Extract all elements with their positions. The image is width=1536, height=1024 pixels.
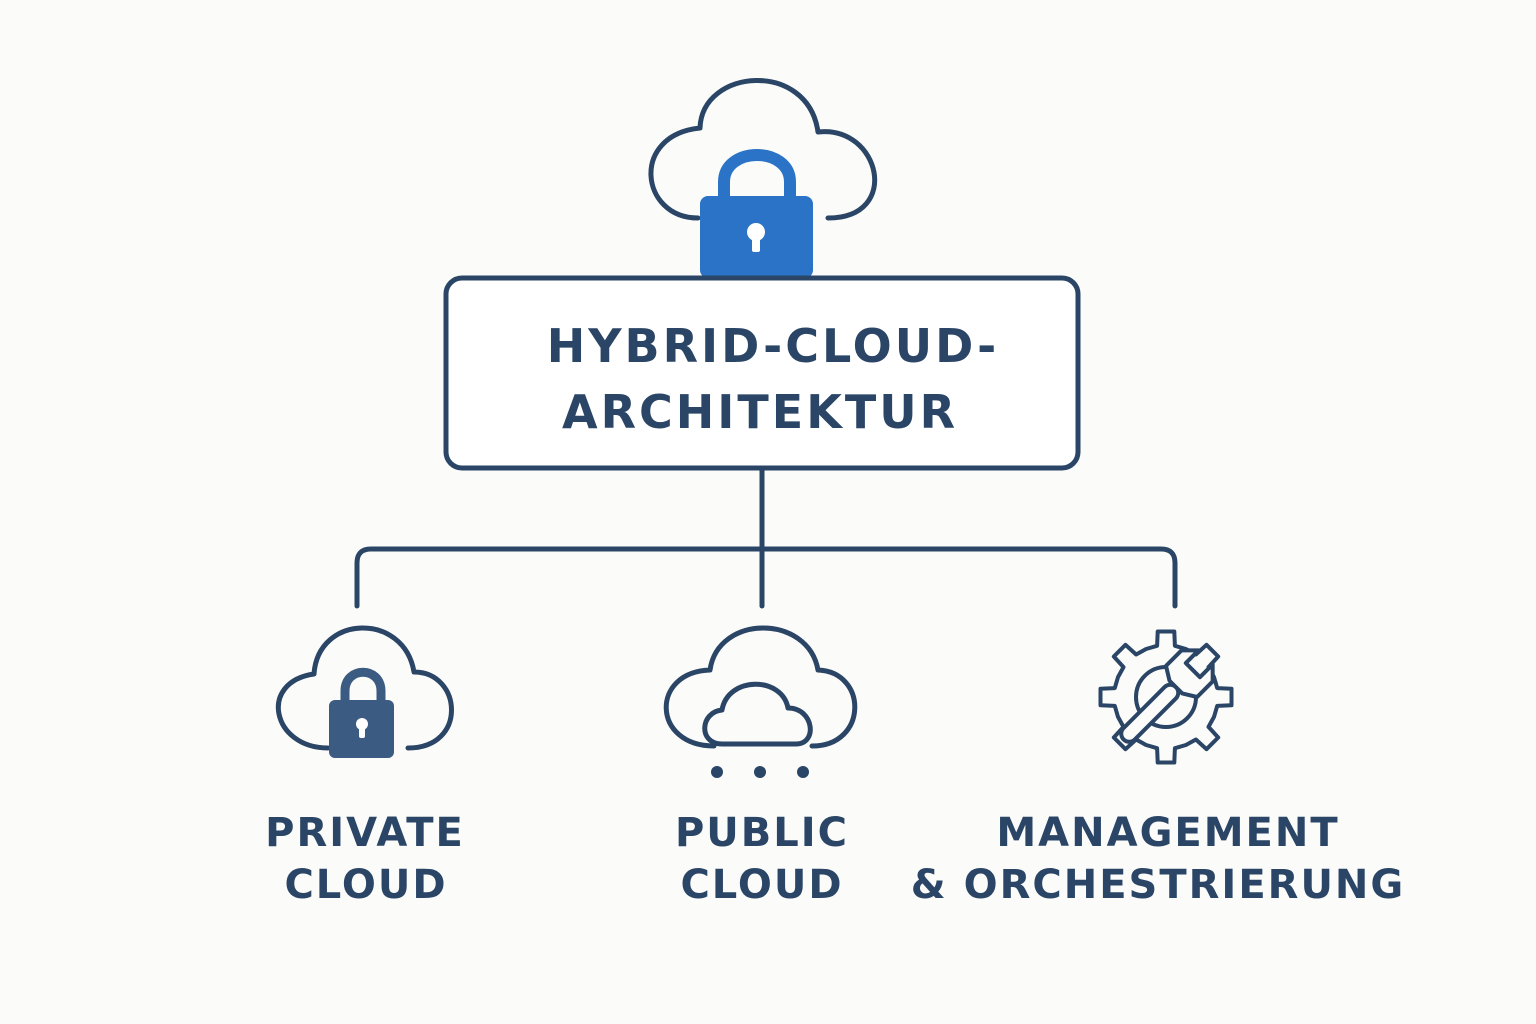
root-title-line-2: ARCHITEKTUR (562, 385, 958, 439)
private-cloud-label-line-1: PRIVATE (265, 810, 465, 856)
private-lock-shackle (340, 667, 386, 709)
private-cloud-label-line-2: CLOUD (284, 862, 447, 908)
root-lock-keyhole-slot (752, 232, 760, 252)
management-gear-wrench-icon (1098, 629, 1234, 765)
management-label-line-1: MANAGEMENT (996, 810, 1339, 856)
wrench-head (1164, 648, 1215, 699)
public-cloud-outline (663, 625, 858, 749)
public-cloud-label-line-2: CLOUD (680, 862, 843, 908)
public-inner-cloud-outline (702, 681, 813, 747)
left-branch-connector (354, 546, 765, 609)
right-branch-connector (759, 546, 1178, 609)
gear-teeth (1098, 629, 1234, 765)
root-title-box (443, 275, 1081, 471)
management-label-line-2: & ORCHESTRIERUNG (911, 862, 1405, 908)
root-title-line-1: HYBRID-CLOUD- (547, 319, 1000, 373)
private-cloud-lock-icon (275, 625, 454, 758)
public-network-dot-1 (711, 766, 723, 778)
tree-connectors (354, 467, 1178, 609)
public-cloud-network-icon (663, 625, 858, 778)
root-cloud-outline (648, 78, 878, 221)
root-cloud-lock-icon (648, 78, 878, 278)
private-cloud-outline (275, 625, 454, 751)
public-network-dot-2 (754, 766, 766, 778)
wrench-icon (1119, 648, 1215, 744)
wrench-handle (1119, 682, 1181, 744)
root-lock-shackle (718, 149, 796, 206)
private-lock-keyhole-slot (359, 724, 365, 738)
public-network-dot-3 (797, 766, 809, 778)
public-cloud-label-line-1: PUBLIC (675, 810, 849, 856)
